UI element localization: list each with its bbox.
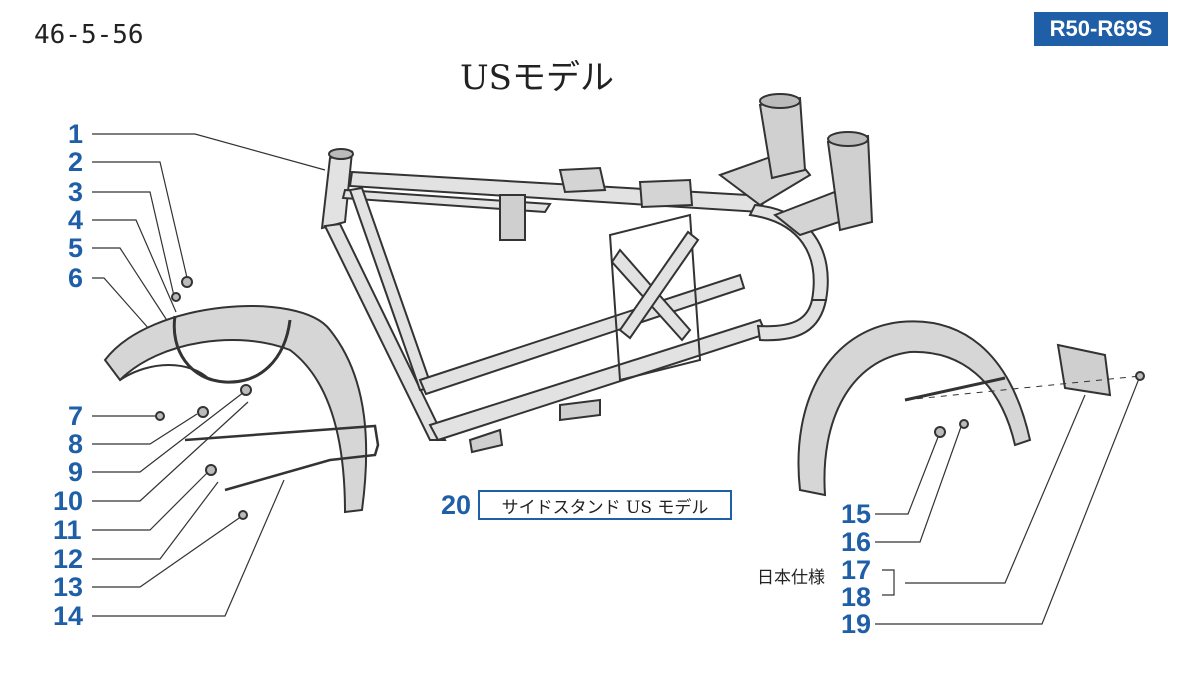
- page-code: 46-5-56: [34, 20, 144, 50]
- callout-11: 11: [53, 515, 82, 545]
- callout-8: 8: [68, 429, 84, 459]
- callout-2: 2: [68, 147, 84, 177]
- leader-lines: [92, 133, 1141, 625]
- callout-19: 19: [841, 609, 872, 639]
- callout-5: 5: [68, 233, 84, 263]
- motorcycle-frame: [320, 93, 874, 454]
- callout-13: 13: [53, 572, 84, 602]
- callout-20: 20: [441, 490, 472, 520]
- front-fender: [103, 276, 380, 520]
- callout-18: 18: [841, 582, 872, 612]
- page-title: USモデル: [460, 58, 614, 98]
- rear-fender: [797, 320, 1145, 497]
- model-badge: R50-R69S: [1034, 12, 1168, 46]
- japan-spec-note: 日本仕様: [757, 568, 825, 588]
- callout-9: 9: [68, 457, 84, 487]
- callout-12: 12: [53, 544, 84, 574]
- callout-15: 15: [841, 499, 872, 529]
- callout-7: 7: [68, 401, 84, 431]
- callout-4: 4: [68, 205, 84, 235]
- side-stand-label: サイドスタンド US モデル: [478, 490, 732, 520]
- callout-10: 10: [53, 486, 84, 516]
- callout-6: 6: [68, 263, 84, 293]
- callout-14: 14: [53, 601, 84, 631]
- callout-1: 1: [68, 119, 84, 149]
- callout-3: 3: [68, 177, 84, 207]
- callout-17: 17: [841, 555, 872, 585]
- callout-16: 16: [841, 527, 872, 557]
